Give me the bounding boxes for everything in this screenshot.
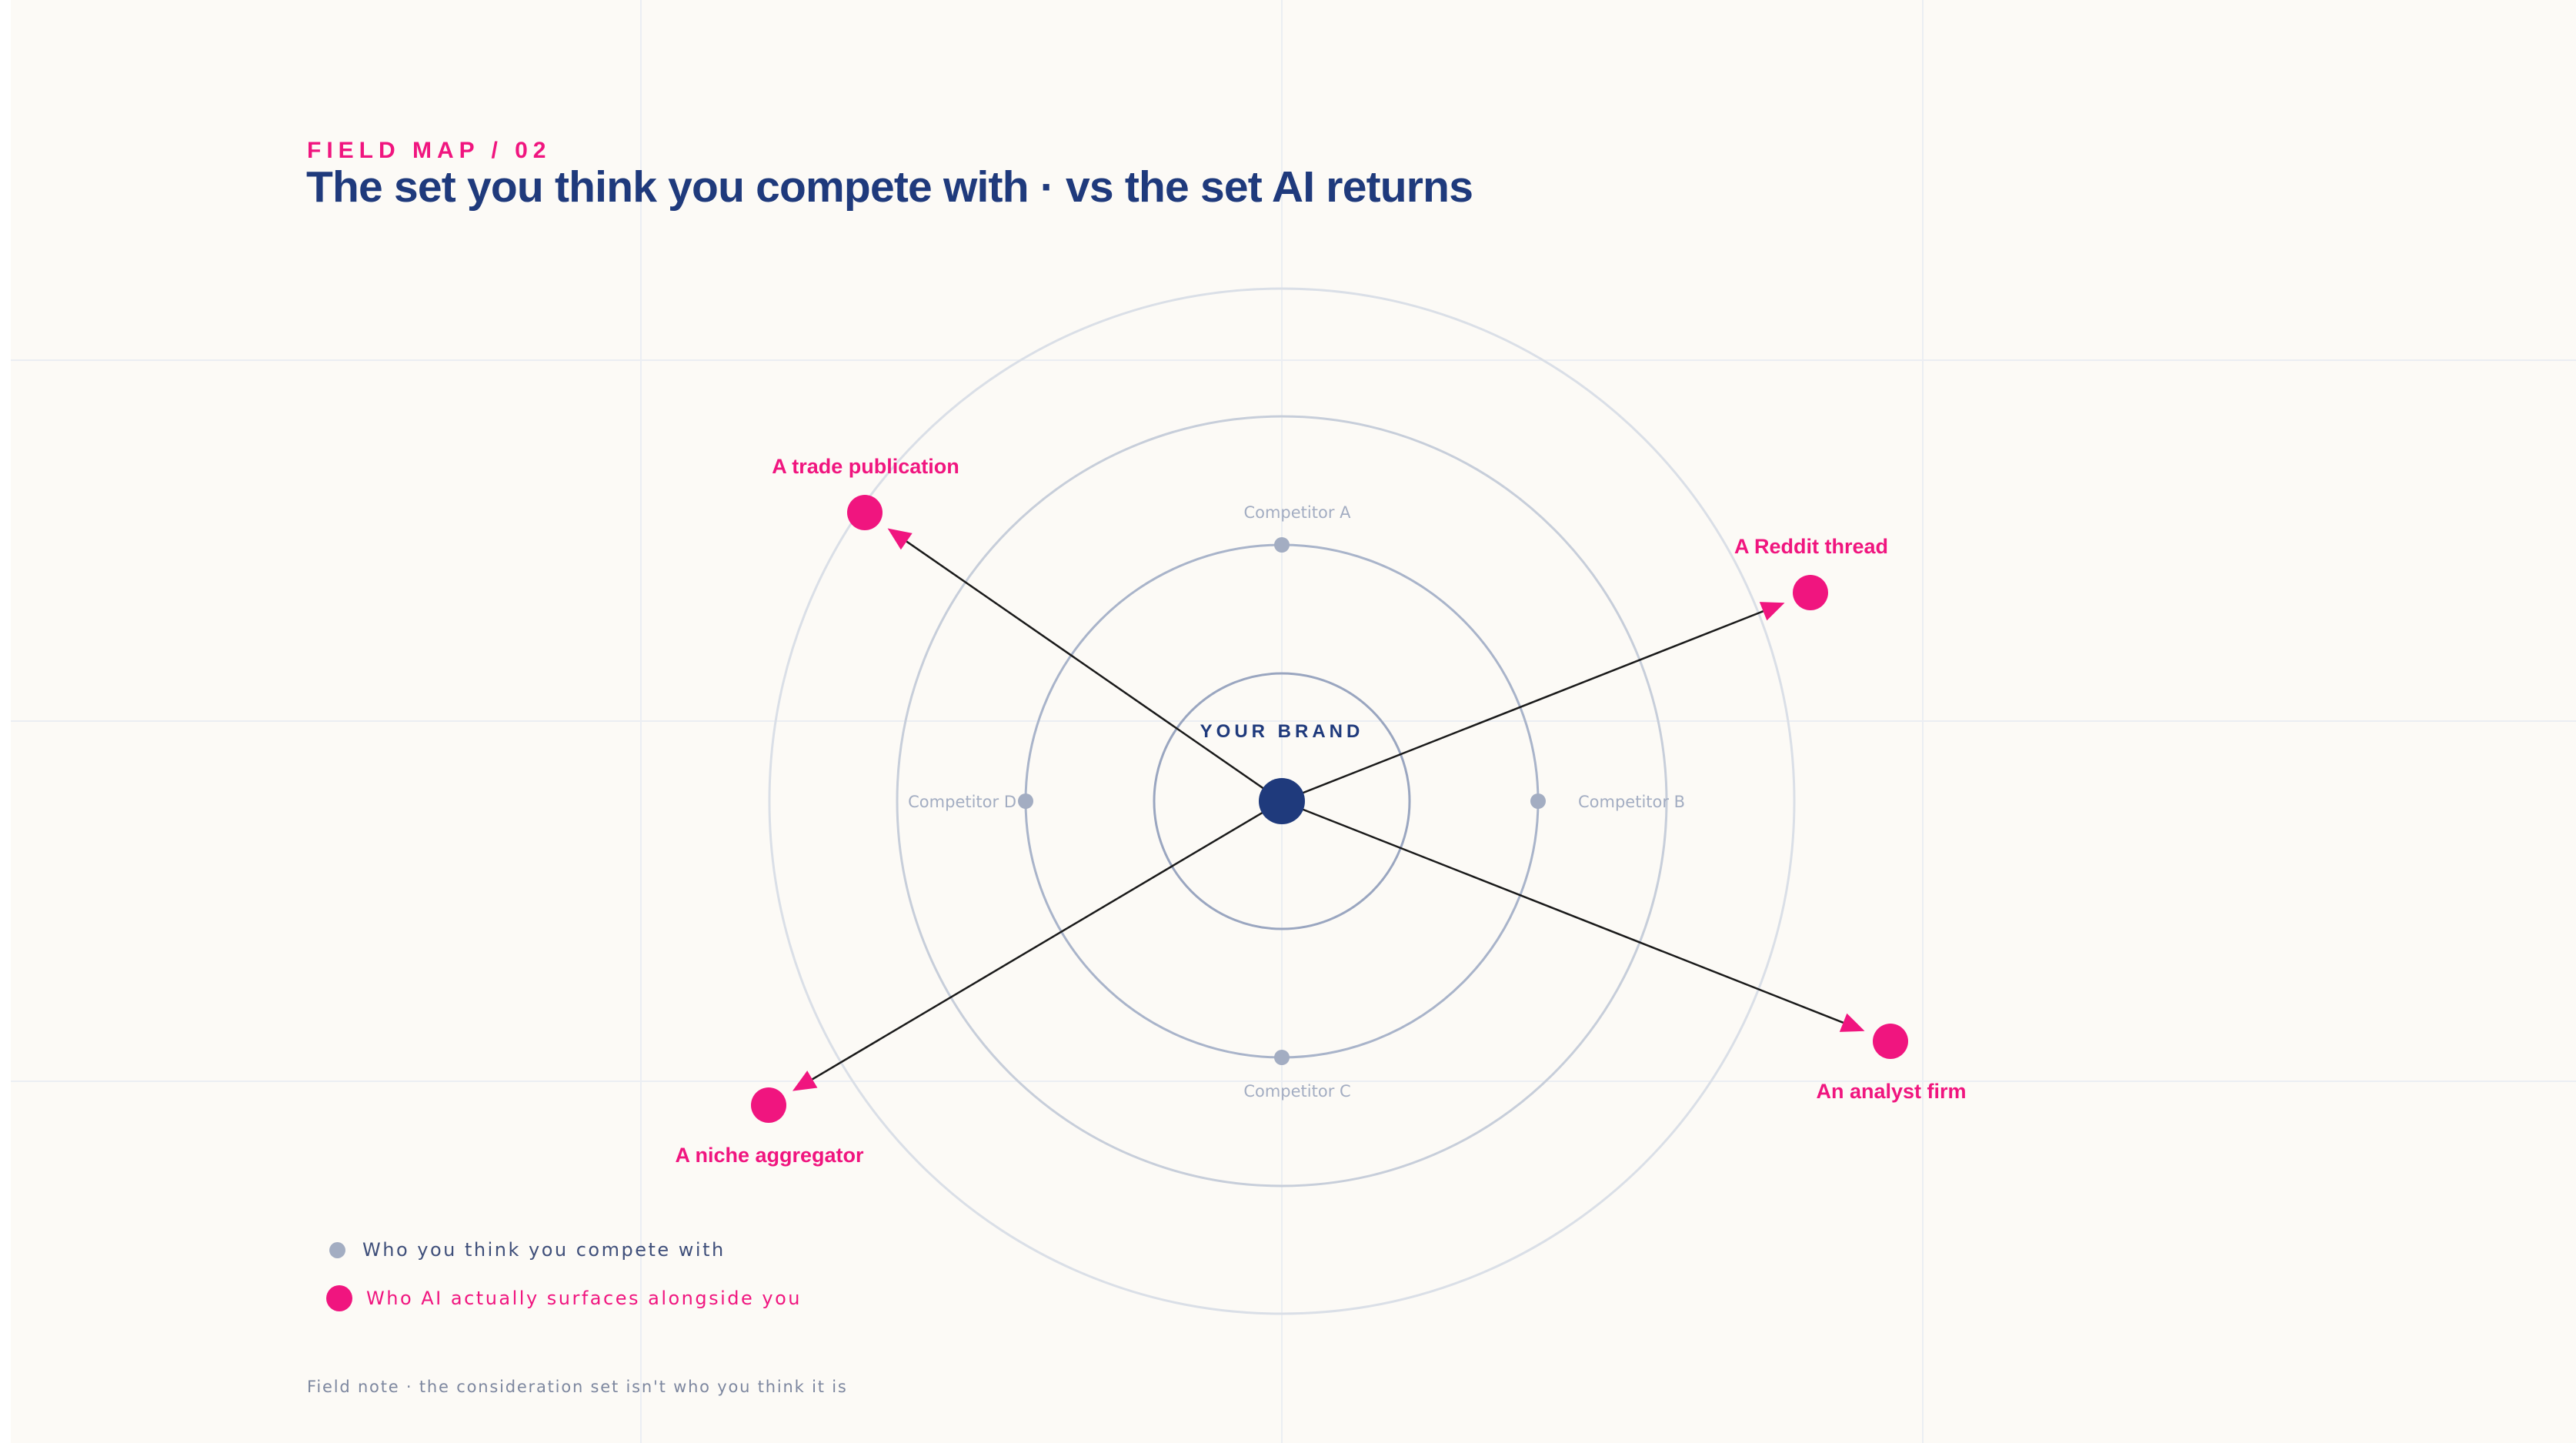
ai-node-reddit (1793, 575, 1828, 610)
brand-label: YOUR BRAND (1200, 721, 1364, 742)
arrows (792, 528, 1865, 1091)
background-grid (11, 0, 2576, 1443)
ai-label-aggregator: A niche aggregator (675, 1144, 864, 1167)
competitor-label-a: Competitor A (1243, 503, 1351, 522)
arrow-line-aggregator (812, 800, 1283, 1081)
arrow-head-trade (887, 528, 913, 550)
ai-label-analyst: An analyst firm (1816, 1080, 1966, 1103)
field-note: Field note · the consideration set isn't… (307, 1378, 848, 1396)
arrow-line-trade (906, 540, 1283, 803)
kicker-label: FIELD MAP / 02 (307, 138, 552, 163)
nodes: Competitor A Competitor B Competitor C Comp… (675, 455, 1966, 1167)
ai-label-trade: A trade publication (772, 455, 959, 478)
arrow-line-analyst (1281, 800, 1844, 1024)
legend-dot-actual (326, 1285, 352, 1311)
ring-4 (768, 287, 1796, 1315)
competitor-dot-a (1274, 537, 1290, 553)
arrow-head-analyst (1839, 1013, 1865, 1032)
legend-item-actual: Who AI actually surfaces alongside you (326, 1283, 802, 1314)
ai-node-aggregator (751, 1087, 786, 1123)
ai-node-trade (847, 495, 883, 530)
ai-label-reddit: A Reddit thread (1734, 535, 1888, 558)
legend-dot-assumed (329, 1241, 345, 1258)
ai-node-analyst (1873, 1024, 1908, 1059)
arrow-head-aggregator (792, 1071, 818, 1091)
legend-label-actual: Who AI actually surfaces alongside you (366, 1288, 802, 1309)
ring-1 (1153, 672, 1411, 930)
competitor-label-d: Competitor D (908, 793, 1016, 811)
competitor-label-b: Competitor B (1578, 793, 1685, 811)
page-title: The set you think you compete with · vs … (306, 162, 1473, 212)
legend-item-assumed: Who you think you compete with (329, 1234, 726, 1265)
legend-label-assumed: Who you think you compete with (362, 1239, 726, 1261)
ring-3 (896, 415, 1668, 1187)
competitor-dot-d (1018, 793, 1033, 809)
brand-node (1259, 778, 1305, 824)
arrow-line-reddit (1281, 610, 1764, 803)
competitor-dot-c (1274, 1050, 1290, 1065)
competitor-label-c: Competitor C (1243, 1082, 1350, 1101)
competitor-dot-b (1530, 793, 1546, 809)
arrow-head-reddit (1759, 602, 1785, 621)
